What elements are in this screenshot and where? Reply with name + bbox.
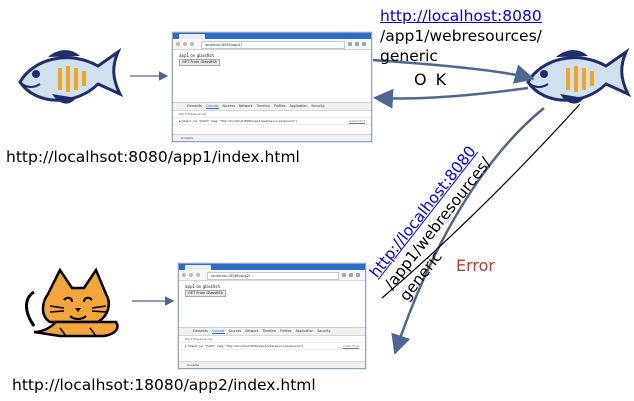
star-icon[interactable]	[348, 42, 352, 46]
glassfish-client-icon	[18, 47, 124, 104]
devtools-tab-application[interactable]: Application	[289, 104, 308, 108]
request-error-line	[381, 103, 581, 299]
browser-toolbar: localhost:18080/app2/	[179, 270, 365, 281]
console-message-text: ▸ Object {id: "JSON", msg: "http://local…	[185, 344, 304, 348]
console-message: ▸ Object {id: "JSON", msg: "http://local…	[179, 343, 365, 350]
console-source-link[interactable]: index.html	[349, 119, 365, 123]
browser-tab[interactable]	[179, 34, 205, 39]
devtools-tab-console[interactable]: Console	[205, 104, 219, 109]
devtools-tab-timeline[interactable]: Timeline	[262, 329, 276, 333]
back-icon[interactable]	[182, 273, 186, 277]
page-heading: app1 on glassfish	[185, 284, 221, 289]
response-error-label: Error	[456, 256, 495, 275]
response-ok-label: O K	[414, 70, 449, 89]
page-viewport: app1 on glassfish GET From GlassfiSh Ele…	[173, 50, 371, 141]
page-heading: app1 on glassfish	[179, 53, 215, 58]
get-button[interactable]: GET From GlassfiSh	[185, 290, 226, 297]
reload-icon[interactable]	[196, 273, 200, 277]
devtools-tab-network[interactable]: Network	[245, 329, 259, 333]
menu-icon[interactable]	[356, 273, 360, 277]
extension-icon[interactable]	[355, 42, 359, 46]
browser-window-app2: localhost:18080/app2/ app1 on glassfish …	[178, 263, 366, 369]
request-ok-arrow	[371, 58, 535, 84]
console-message-text: ▸ Object {id: "JSON", msg: "http://local…	[179, 119, 298, 123]
console-drawer[interactable]: Console	[173, 134, 371, 141]
browser-toolbar: localhost:8080/app1/	[173, 39, 371, 50]
window-controls	[349, 265, 363, 280]
response-error-arrow	[391, 107, 545, 355]
menu-icon[interactable]	[362, 42, 366, 46]
devtools-tab-sources[interactable]: Sources	[222, 104, 236, 108]
get-button[interactable]: GET From GlassfiSh	[179, 59, 220, 66]
glassfish-server-icon	[526, 47, 632, 104]
response-ok-arrow	[373, 86, 529, 109]
browser-tab[interactable]	[185, 265, 211, 270]
browser-window-app1: localhost:8080/app1/ app1 on glassfish G…	[172, 32, 372, 142]
address-bar[interactable]: localhost:8080/app1/	[201, 41, 345, 49]
console-filter[interactable]: Top ▾ Preserve log	[179, 336, 365, 343]
console-filter[interactable]: Top ▾ Preserve log	[173, 111, 371, 118]
devtools-tab-profiles[interactable]: Profiles	[274, 104, 286, 108]
devtools-tab-elements[interactable]: Elements	[187, 104, 202, 108]
devtools-tab-network[interactable]: Network	[239, 104, 253, 108]
forward-icon[interactable]	[183, 42, 187, 46]
request-ok-path: /app1/webresources/	[380, 27, 542, 45]
devtools-tab-application[interactable]: Application	[295, 329, 314, 333]
console-source-link[interactable]: index.html	[343, 344, 359, 348]
devtools-tab-profiles[interactable]: Profiles	[280, 329, 292, 333]
console-message: ▸ Object {id: "JSON", msg: "http://local…	[173, 118, 371, 125]
devtools-tab-security[interactable]: Security	[317, 329, 331, 333]
request-ok-label: http://localhost:8080 /app1/webresources…	[380, 6, 542, 66]
forward-icon[interactable]	[189, 273, 193, 277]
devtools-tab-console[interactable]: Console	[211, 329, 225, 334]
request-ok-link[interactable]: http://localhost:8080	[380, 7, 542, 25]
console-drawer[interactable]: Console	[179, 361, 365, 368]
devtools-tab-security[interactable]: Security	[311, 104, 325, 108]
devtools-tab-timeline[interactable]: Timeline	[256, 104, 270, 108]
page-viewport: app1 on glassfish GET From GlassfiSh Ele…	[179, 281, 365, 368]
app1-page-url: http://localhsot:8080/app1/index.html	[6, 148, 300, 166]
tomcat-client-icon	[25, 267, 119, 338]
request-ok-resource: generic	[380, 47, 438, 65]
devtools-tab-elements[interactable]: Elements	[193, 329, 208, 333]
app2-page-url: http://localhsot:18080/app2/index.html	[12, 376, 316, 394]
window-controls	[355, 34, 369, 49]
back-icon[interactable]	[176, 42, 180, 46]
devtools-tab-sources[interactable]: Sources	[228, 329, 242, 333]
star-icon[interactable]	[342, 273, 346, 277]
extension-icon[interactable]	[349, 273, 353, 277]
address-bar[interactable]: localhost:18080/app2/	[207, 272, 339, 280]
reload-icon[interactable]	[190, 42, 194, 46]
